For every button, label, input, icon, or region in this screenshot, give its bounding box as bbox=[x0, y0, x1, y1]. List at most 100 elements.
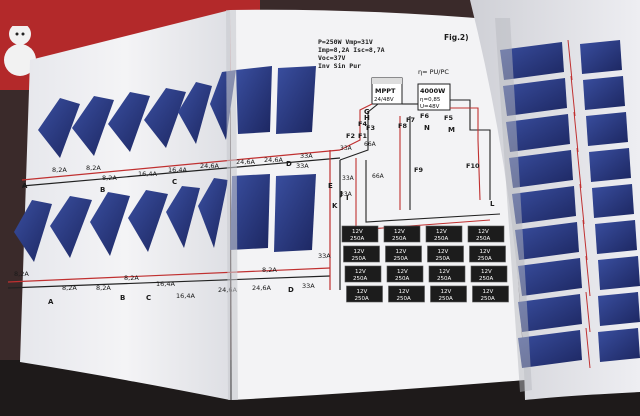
solar-panel bbox=[518, 294, 582, 332]
current-label: 24,6A bbox=[200, 162, 219, 170]
current-label: 24,6A bbox=[264, 156, 283, 164]
svg-text:F3: F3 bbox=[366, 124, 375, 132]
battery-capacity: 250A bbox=[352, 256, 366, 262]
top-row-current-labels: 8,2A 8,2A 8,2A 16,4A 16,4A 24,6A 24,6A 2… bbox=[52, 152, 313, 182]
solar-panel bbox=[583, 76, 625, 110]
string-wire bbox=[567, 39, 573, 81]
battery-voltage: 12V bbox=[483, 289, 494, 295]
battery-capacity: 250A bbox=[479, 276, 493, 282]
svg-text:A: A bbox=[22, 182, 28, 190]
battery-voltage: 12V bbox=[481, 269, 492, 275]
battery-voltage: 12V bbox=[441, 289, 452, 295]
svg-text:F2: F2 bbox=[346, 132, 355, 140]
battery-capacity: 250A bbox=[476, 236, 490, 242]
solar-panel bbox=[506, 114, 570, 152]
solar-panel bbox=[595, 220, 637, 254]
svg-text:C: C bbox=[172, 178, 177, 186]
current-label: 8,2A bbox=[102, 174, 117, 182]
inverter-eta: η=0,85 bbox=[420, 97, 441, 103]
svg-text:E: E bbox=[328, 182, 333, 190]
solar-panel bbox=[589, 148, 631, 182]
battery-capacity: 250A bbox=[355, 296, 369, 302]
svg-text:G: G bbox=[364, 108, 370, 116]
current-label: 66A bbox=[372, 173, 385, 180]
svg-text:D: D bbox=[288, 286, 294, 294]
current-label: 8,2A bbox=[52, 166, 67, 174]
svg-text:F9: F9 bbox=[414, 166, 423, 174]
current-label: 8,2A bbox=[96, 284, 111, 292]
battery-voltage: 12V bbox=[438, 249, 449, 255]
fuse-labels: F2 F1 F4 F3 F5 F7 F8 F6 F9 F10 bbox=[346, 112, 480, 174]
string-wire bbox=[579, 183, 585, 225]
current-label: 8,2A bbox=[62, 284, 77, 292]
inverter: η= PU/PC 4000W η=0,85 U=48V bbox=[417, 68, 451, 111]
far-right-panels bbox=[500, 39, 640, 369]
battery-voltage: 12V bbox=[397, 269, 408, 275]
current-label: 8,2A bbox=[86, 164, 101, 172]
svg-text:I: I bbox=[346, 194, 349, 202]
solar-panel bbox=[598, 256, 640, 290]
battery-capacity: 250A bbox=[478, 256, 492, 262]
battery-capacity: 250A bbox=[395, 276, 409, 282]
spec-line-3: Voc=37V bbox=[318, 54, 345, 62]
current-label: 33A bbox=[340, 191, 353, 198]
solar-panel bbox=[580, 40, 622, 74]
battery-voltage: 12V bbox=[478, 229, 489, 235]
battery-voltage: 12V bbox=[355, 269, 366, 275]
solar-panel bbox=[509, 150, 573, 188]
controller-current-labels: 33A 66A 66A 33A 33A bbox=[340, 141, 385, 198]
spec-line-4: Inv Sin Pur bbox=[318, 62, 361, 70]
current-label: 24,6A bbox=[252, 284, 271, 292]
mppt-voltage: 24/48V bbox=[374, 97, 394, 103]
panel-spec-block: P=250W Vmp=31V Imp=8,2A Isc=8,7A Voc=37V… bbox=[318, 38, 385, 70]
current-label: 16,4A bbox=[138, 170, 157, 178]
svg-text:H: H bbox=[364, 114, 370, 122]
spec-line-1: P=250W Vmp=31V bbox=[318, 38, 373, 46]
spec-line-2: Imp=8,2A Isc=8,7A bbox=[318, 46, 385, 54]
solar-panel bbox=[518, 258, 582, 296]
spine-shadow bbox=[226, 10, 238, 400]
battery-capacity: 250A bbox=[394, 256, 408, 262]
current-label: 8,2A bbox=[124, 274, 139, 282]
battery-bank: 12V250A12V250A12V250A12V250A12V250A12V25… bbox=[341, 225, 509, 303]
svg-text:C: C bbox=[146, 294, 151, 302]
solar-panel bbox=[518, 330, 582, 368]
battery-voltage: 12V bbox=[399, 289, 410, 295]
svg-text:J: J bbox=[339, 190, 343, 198]
battery-capacity: 250A bbox=[353, 276, 367, 282]
current-label: 33A bbox=[340, 145, 353, 152]
figure-label: Fig.2) bbox=[444, 33, 469, 42]
battery-voltage: 12V bbox=[436, 229, 447, 235]
inverter-power: 4000W bbox=[420, 87, 445, 95]
battery-voltage: 12V bbox=[357, 289, 368, 295]
string-wire bbox=[573, 111, 579, 153]
battery-capacity: 250A bbox=[481, 296, 495, 302]
current-label: 16,4A bbox=[168, 166, 187, 174]
battery-capacity: 250A bbox=[392, 236, 406, 242]
svg-text:N: N bbox=[424, 124, 430, 132]
string-wire bbox=[585, 255, 591, 297]
current-label: 33A bbox=[318, 252, 331, 260]
solar-panel bbox=[598, 292, 640, 326]
svg-text:K: K bbox=[332, 202, 338, 210]
svg-text:D: D bbox=[286, 160, 292, 168]
solar-panel bbox=[515, 222, 579, 260]
right-fold-shadow bbox=[495, 18, 532, 392]
solar-panel bbox=[598, 328, 640, 362]
solar-panel bbox=[592, 184, 634, 218]
svg-text:F8: F8 bbox=[398, 122, 407, 130]
mppt-controller: MPPT 24/48V bbox=[371, 77, 403, 105]
svg-text:F10: F10 bbox=[466, 162, 480, 170]
snowman-decoration bbox=[4, 20, 36, 76]
svg-text:F5: F5 bbox=[444, 114, 453, 122]
